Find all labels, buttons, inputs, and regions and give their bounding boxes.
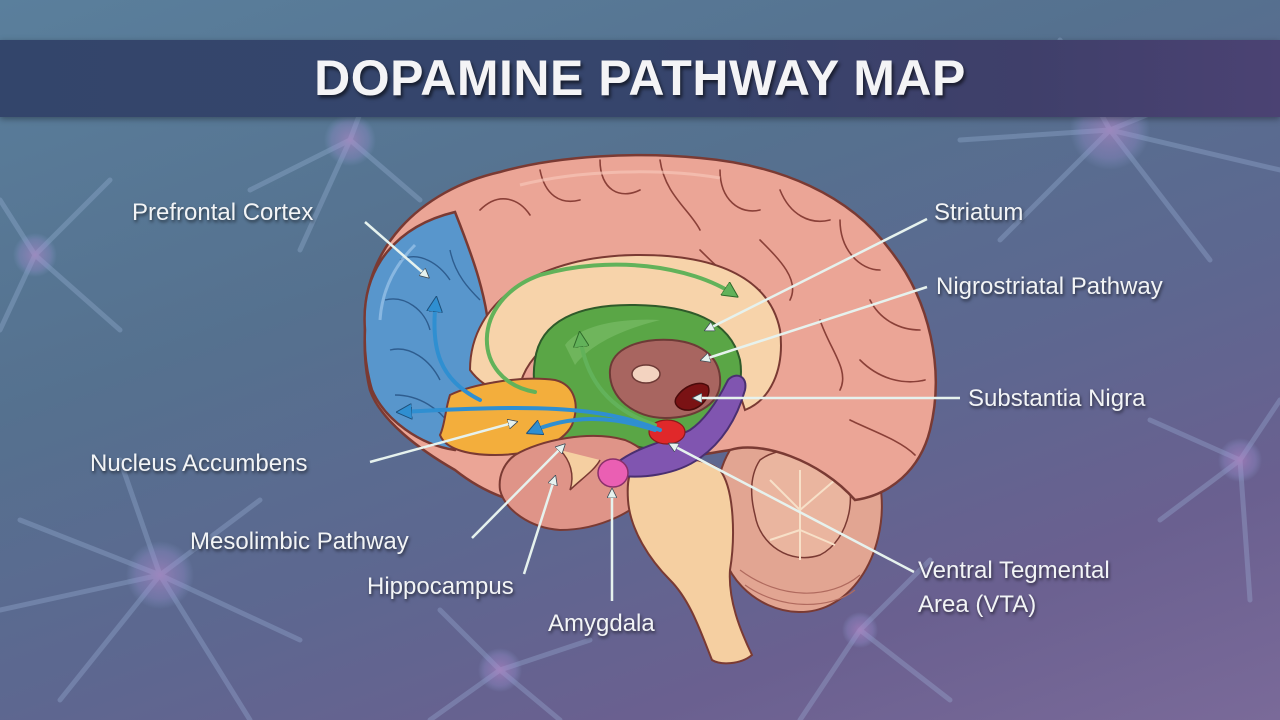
leader-striatum (706, 217, 928, 330)
brainstem (626, 457, 754, 665)
thalamus (608, 338, 722, 420)
label-nucleus-accumbens: Nucleus Accumbens (90, 450, 308, 477)
leader-mesolimbic (471, 445, 564, 539)
label-nigrostriatal-pathway: Nigrostriatal Pathway (936, 273, 1163, 300)
leader-lines (364, 217, 960, 601)
label-substantia-nigra: Substantia Nigra (968, 385, 1146, 412)
title-bar (0, 40, 1280, 117)
leader-nucleus-accumbens (369, 422, 516, 464)
leader-prefrontal-cortex (364, 221, 428, 277)
green-pathway-arrows (484, 262, 735, 427)
label-striatum: Striatum (934, 199, 1024, 226)
blue-pathway-arrows (400, 300, 662, 432)
label-mesolimbic-pathway: Mesolimbic Pathway (190, 528, 409, 555)
label-hippocampus: Hippocampus (367, 573, 514, 600)
label-amygdala: Amygdala (548, 610, 655, 637)
label-prefrontal-cortex: Prefrontal Cortex (132, 199, 314, 226)
label-vta-line1: Ventral Tegmental (918, 557, 1110, 584)
amygdala-region (597, 458, 629, 488)
page-title: DOPAMINE PATHWAY MAP (314, 50, 966, 106)
label-vta-line2: Area (VTA) (918, 591, 1037, 618)
leader-vta (670, 444, 915, 574)
leader-nigrostriatal (702, 285, 928, 360)
leader-hippocampus (522, 477, 555, 575)
vta-region (648, 419, 686, 445)
